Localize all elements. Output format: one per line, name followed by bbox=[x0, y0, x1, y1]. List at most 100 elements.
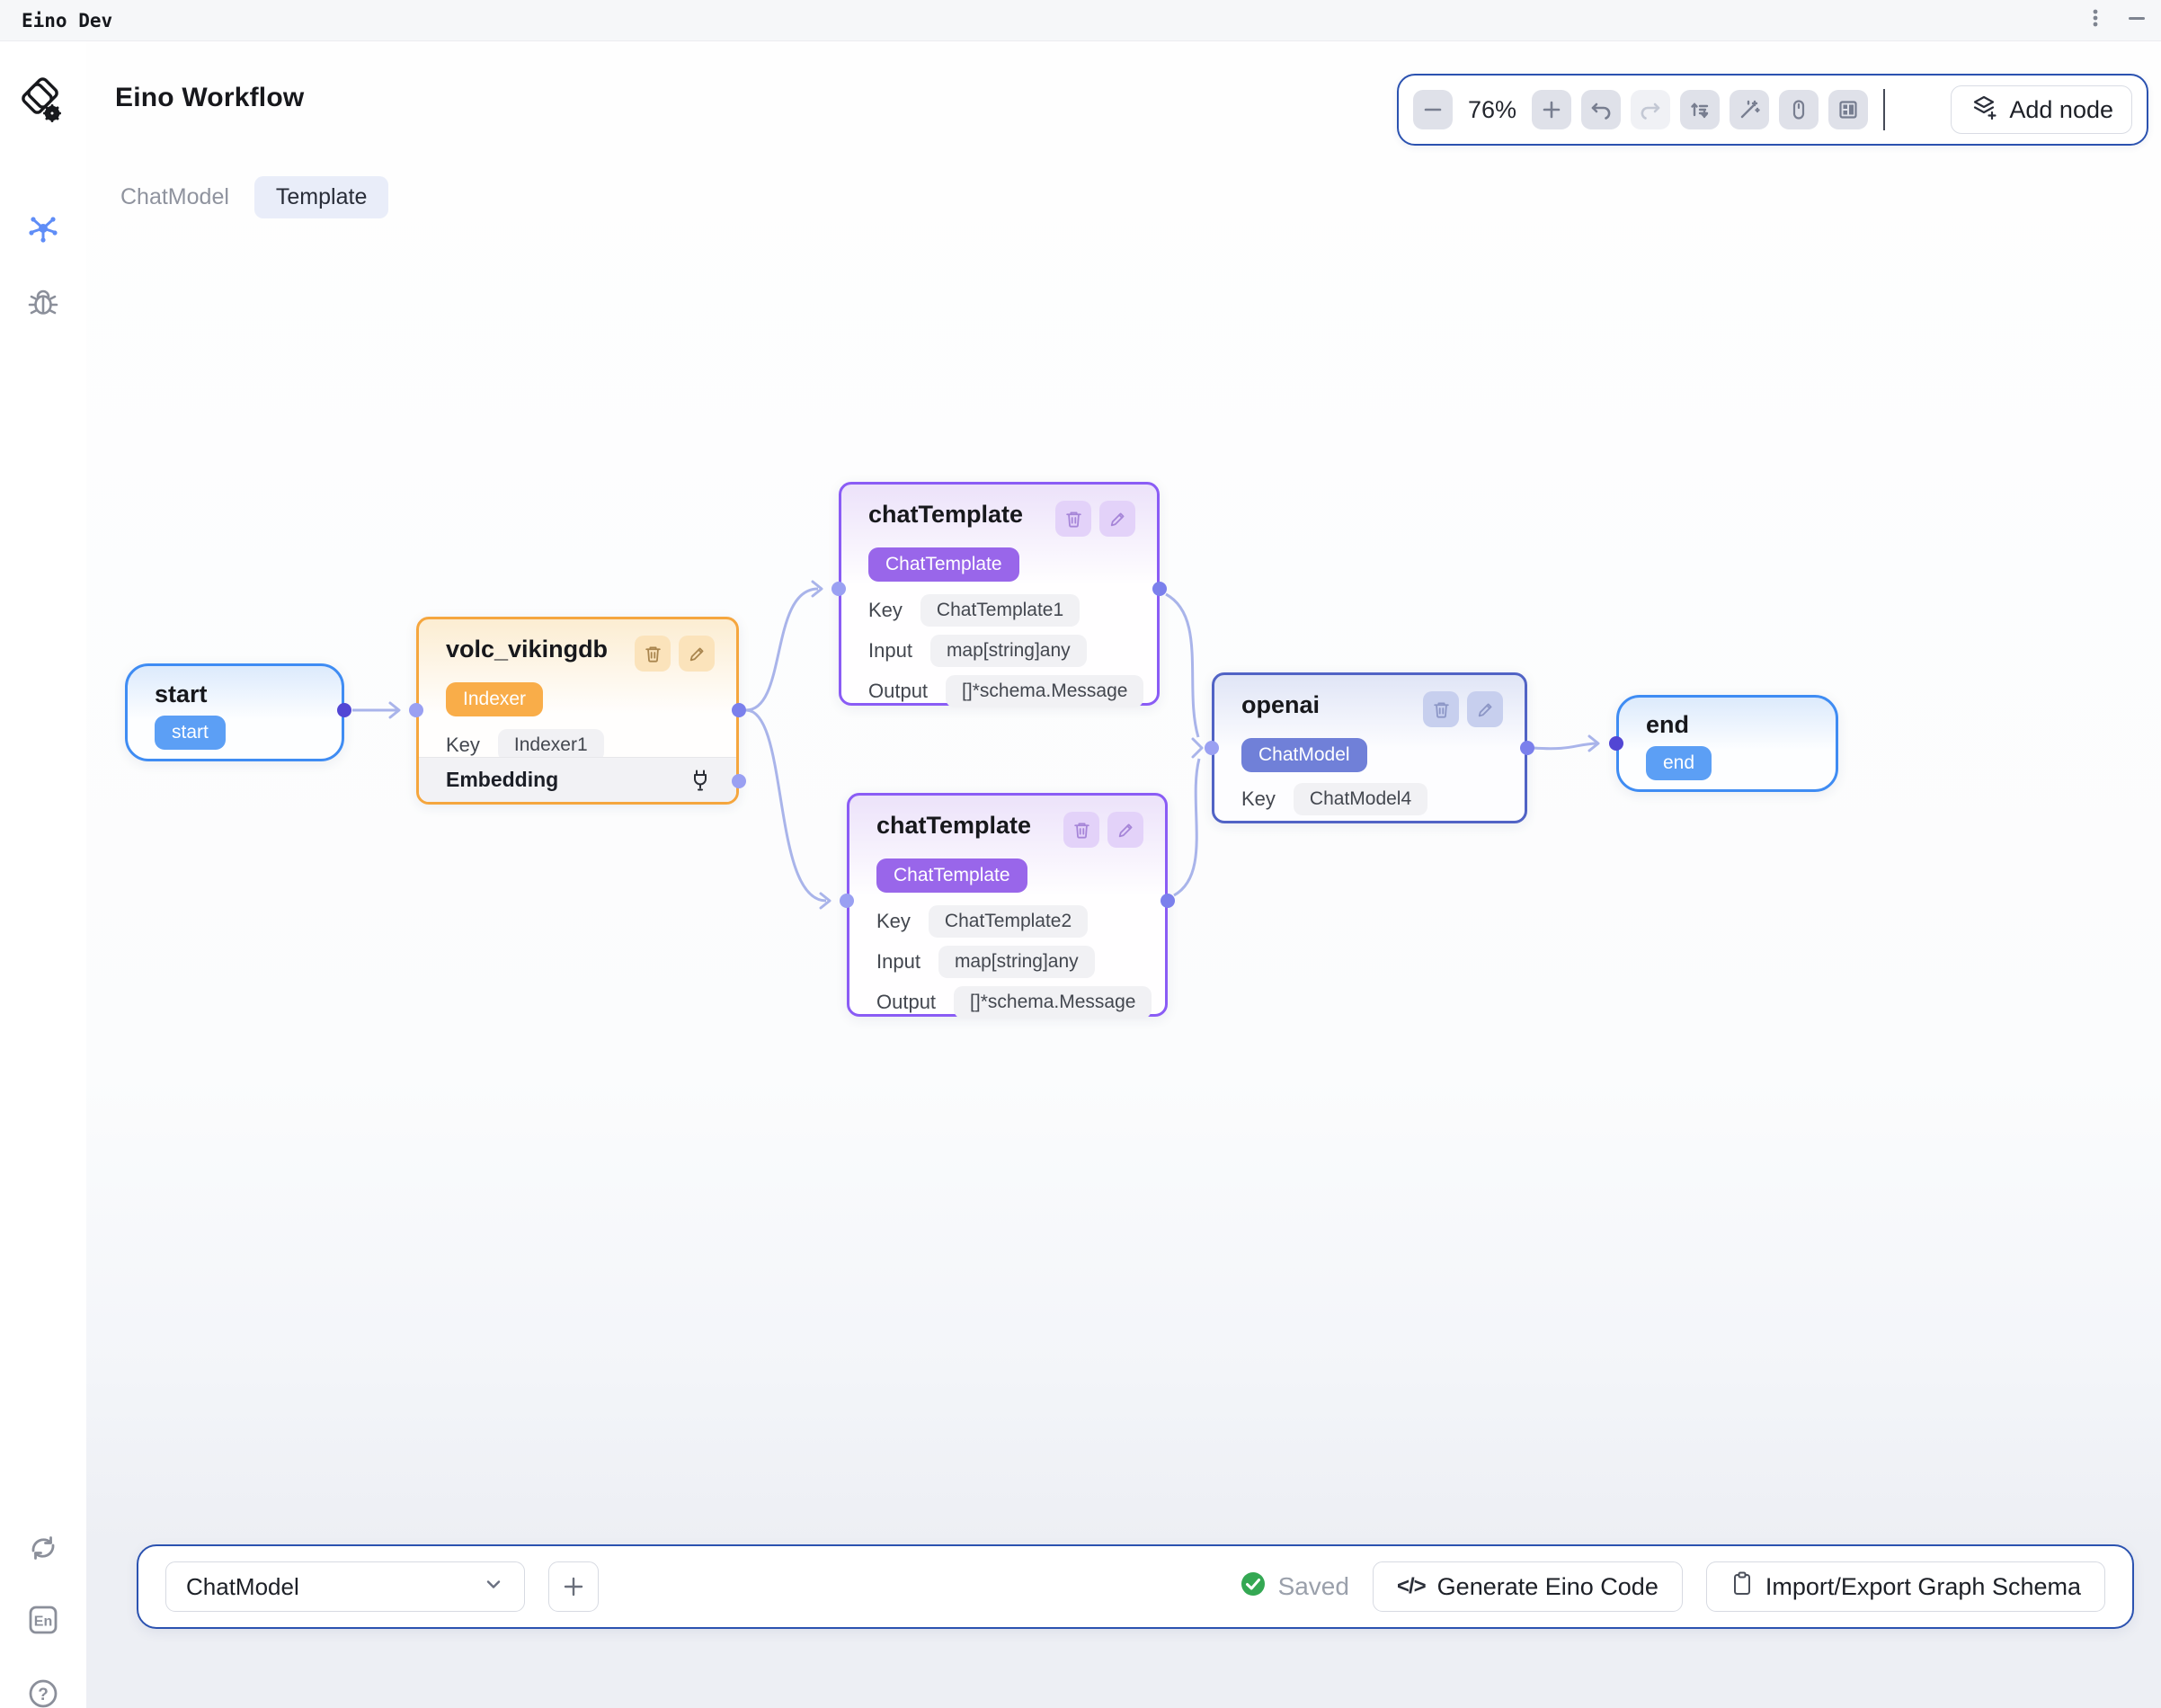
canvas-toolbar: 76% bbox=[1397, 74, 2148, 146]
key-label: Key bbox=[1241, 787, 1276, 810]
plug-icon bbox=[689, 769, 711, 792]
row-label: Input bbox=[876, 950, 920, 973]
row-value: ChatTemplate1 bbox=[920, 594, 1080, 627]
row-value: []*schema.Message bbox=[946, 675, 1144, 707]
add-graph-button[interactable] bbox=[548, 1561, 599, 1612]
node-type-badge: end bbox=[1646, 746, 1712, 780]
delete-node-button[interactable] bbox=[635, 636, 671, 672]
row-label: Output bbox=[868, 680, 929, 702]
port-end-input[interactable] bbox=[1609, 736, 1623, 751]
undo-button[interactable] bbox=[1581, 90, 1621, 129]
edit-node-button[interactable] bbox=[1467, 691, 1503, 727]
redo-button[interactable] bbox=[1631, 90, 1670, 129]
node-title: start bbox=[155, 681, 208, 707]
save-status-label: Saved bbox=[1277, 1572, 1349, 1600]
port-chattemplate2-output[interactable] bbox=[1161, 894, 1175, 908]
window-title-bar: Eino Dev bbox=[0, 0, 2161, 41]
port-volc-vikingdb-embedding[interactable] bbox=[732, 774, 746, 788]
node-type-badge: ChatModel bbox=[1241, 738, 1367, 772]
edit-node-button[interactable] bbox=[679, 636, 715, 672]
sidebar-item-debug[interactable] bbox=[20, 279, 67, 325]
generate-code-label: Generate Eino Code bbox=[1436, 1572, 1659, 1600]
minimap-toggle-button[interactable] bbox=[1828, 90, 1868, 129]
window-title: Eino Dev bbox=[22, 9, 113, 31]
generate-code-button[interactable]: </> Generate Eino Code bbox=[1372, 1561, 1683, 1612]
port-volc-vikingdb-input[interactable] bbox=[409, 703, 423, 717]
node-chattemplate-1[interactable]: chatTemplate ChatTemplate Key ChatTempla… bbox=[839, 482, 1160, 707]
sidebar-help-icon[interactable]: ? bbox=[20, 1670, 67, 1708]
code-icon: </> bbox=[1396, 1574, 1427, 1598]
page-title: Eino Workflow bbox=[115, 83, 305, 112]
zoom-level: 76% bbox=[1467, 95, 1517, 123]
port-chattemplate1-output[interactable] bbox=[1152, 582, 1167, 596]
add-node-button[interactable]: Add node bbox=[1951, 85, 2132, 134]
breadcrumb-current[interactable]: Template bbox=[253, 176, 389, 218]
delete-node-button[interactable] bbox=[1063, 812, 1099, 848]
row-label: Key bbox=[876, 910, 911, 932]
key-value: Indexer1 bbox=[497, 729, 604, 761]
node-openai[interactable]: openai ChatModel Key ChatModel4 bbox=[1212, 672, 1527, 823]
mouse-mode-button[interactable] bbox=[1779, 90, 1819, 129]
row-label: Key bbox=[868, 599, 903, 621]
kebab-menu-icon[interactable] bbox=[2087, 7, 2103, 33]
minimize-icon[interactable] bbox=[2127, 7, 2147, 33]
embedding-slot[interactable]: Embedding bbox=[419, 757, 736, 802]
row-value: ChatTemplate2 bbox=[928, 905, 1089, 938]
node-volc-vikingdb[interactable]: volc_vikingdb Indexer Key Indexer1 bbox=[416, 617, 739, 805]
port-chattemplate2-input[interactable] bbox=[840, 894, 854, 908]
magic-wand-button[interactable] bbox=[1730, 90, 1769, 129]
key-label: Key bbox=[446, 734, 480, 756]
delete-node-button[interactable] bbox=[1055, 501, 1091, 537]
port-openai-input[interactable] bbox=[1205, 741, 1219, 755]
edit-node-button[interactable] bbox=[1099, 501, 1135, 537]
sidebar-item-workflow-graph[interactable] bbox=[20, 205, 67, 252]
port-chattemplate1-input[interactable] bbox=[831, 582, 846, 596]
node-type-badge: ChatTemplate bbox=[868, 547, 1019, 582]
toolbar-divider bbox=[1883, 89, 1885, 130]
chevron-down-icon bbox=[483, 1573, 504, 1601]
layers-plus-icon bbox=[1970, 93, 1998, 128]
node-type-badge: Indexer bbox=[446, 682, 544, 716]
row-label: Output bbox=[876, 991, 937, 1013]
import-export-button[interactable]: Import/Export Graph Schema bbox=[1705, 1561, 2105, 1612]
row-value: []*schema.Message bbox=[954, 986, 1152, 1019]
port-openai-output[interactable] bbox=[1520, 741, 1534, 755]
import-export-label: Import/Export Graph Schema bbox=[1765, 1572, 2081, 1600]
breadcrumb-parent[interactable]: ChatModel bbox=[120, 184, 229, 209]
graph-selector-value: ChatModel bbox=[186, 1572, 299, 1600]
node-title: end bbox=[1646, 711, 1690, 738]
saved-check-icon bbox=[1240, 1570, 1267, 1604]
port-start-output[interactable] bbox=[337, 703, 351, 717]
zoom-out-button[interactable] bbox=[1413, 90, 1453, 129]
node-title: chatTemplate bbox=[876, 812, 1032, 839]
node-title: chatTemplate bbox=[868, 501, 1024, 528]
svg-text:En: En bbox=[34, 1615, 52, 1630]
row-value: map[string]any bbox=[929, 635, 1087, 667]
delete-node-button[interactable] bbox=[1423, 691, 1459, 727]
sidebar-refresh-icon[interactable] bbox=[20, 1525, 67, 1571]
row-label: Input bbox=[868, 639, 912, 662]
add-node-label: Add node bbox=[2009, 95, 2113, 123]
node-chattemplate-2[interactable]: chatTemplate ChatTemplate Key ChatTempla… bbox=[847, 793, 1168, 1019]
row-value: map[string]any bbox=[938, 946, 1095, 978]
node-end[interactable]: end end bbox=[1616, 695, 1838, 792]
graph-control-bar: ChatModel Saved </> Generate Eino Code bbox=[137, 1544, 2134, 1629]
sidebar-language-toggle[interactable]: En bbox=[20, 1597, 67, 1643]
auto-layout-button[interactable] bbox=[1680, 90, 1720, 129]
node-start[interactable]: start start bbox=[125, 663, 344, 761]
zoom-in-button[interactable] bbox=[1532, 90, 1571, 129]
sidebar: En ? bbox=[0, 41, 86, 1708]
node-title: openai bbox=[1241, 691, 1321, 718]
edit-node-button[interactable] bbox=[1107, 812, 1143, 848]
clipboard-icon bbox=[1730, 1570, 1754, 1604]
node-type-badge: start bbox=[155, 716, 226, 750]
key-value: ChatModel4 bbox=[1293, 783, 1428, 815]
node-title: volc_vikingdb bbox=[446, 636, 609, 663]
node-type-badge: ChatTemplate bbox=[876, 858, 1027, 893]
breadcrumb: ChatModel Template bbox=[120, 176, 389, 218]
port-volc-vikingdb-output[interactable] bbox=[732, 703, 746, 717]
graph-selector[interactable]: ChatModel bbox=[165, 1561, 525, 1612]
save-status: Saved bbox=[1240, 1570, 1349, 1604]
